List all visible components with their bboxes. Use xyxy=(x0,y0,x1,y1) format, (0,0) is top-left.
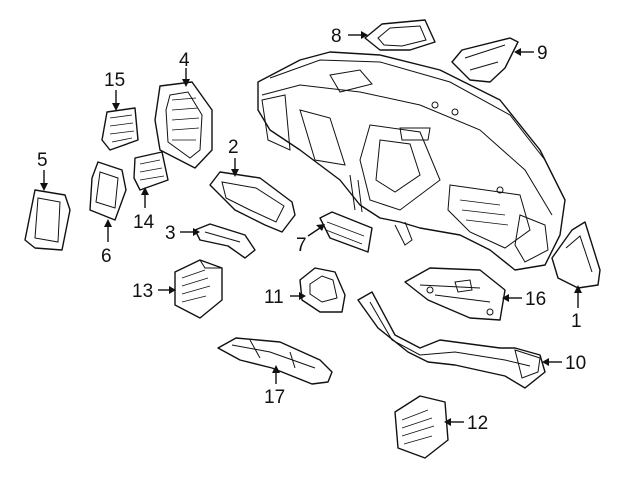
callout-2: 2 xyxy=(228,137,239,158)
part-17-bracket xyxy=(217,337,333,385)
leader-lines xyxy=(40,31,582,426)
part-3-bracket xyxy=(194,223,256,259)
instrument-panel xyxy=(257,51,566,271)
callout-5: 5 xyxy=(37,150,48,171)
part-11-bezel xyxy=(299,267,346,313)
part-5-side-trim xyxy=(24,189,71,251)
part-10-lower-trim xyxy=(357,291,546,389)
part-4-center-bezel xyxy=(154,81,213,169)
callout-3: 3 xyxy=(165,223,176,244)
callout-9: 9 xyxy=(537,43,548,64)
callout-14: 14 xyxy=(133,212,155,233)
part-1-end-cap xyxy=(551,221,601,289)
callout-labels: 1 2 3 4 5 6 7 8 9 10 11 12 13 14 15 16 1… xyxy=(37,26,586,434)
part-14-vent xyxy=(133,151,169,191)
callout-17: 17 xyxy=(264,387,285,408)
part-8-defroster-grille xyxy=(364,19,436,51)
callout-13: 13 xyxy=(132,281,153,302)
callout-7: 7 xyxy=(296,235,307,256)
callout-11: 11 xyxy=(264,287,284,308)
callout-6: 6 xyxy=(101,246,112,267)
callout-10: 10 xyxy=(565,353,586,374)
part-2-cluster-bezel xyxy=(209,171,296,233)
callout-16: 16 xyxy=(525,289,546,310)
part-9-speaker-cover xyxy=(451,37,519,83)
part-7-center-vent xyxy=(319,211,373,253)
part-13-vent-assembly xyxy=(174,259,223,319)
callout-1: 1 xyxy=(571,311,582,332)
part-15-vent xyxy=(101,107,139,151)
part-12-vent xyxy=(394,395,449,459)
callout-15: 15 xyxy=(104,70,125,91)
callout-12: 12 xyxy=(467,413,488,434)
callout-8: 8 xyxy=(331,26,342,47)
callout-4: 4 xyxy=(179,50,190,71)
part-16-bracket xyxy=(404,267,506,321)
part-6-vent-housing xyxy=(89,161,127,221)
